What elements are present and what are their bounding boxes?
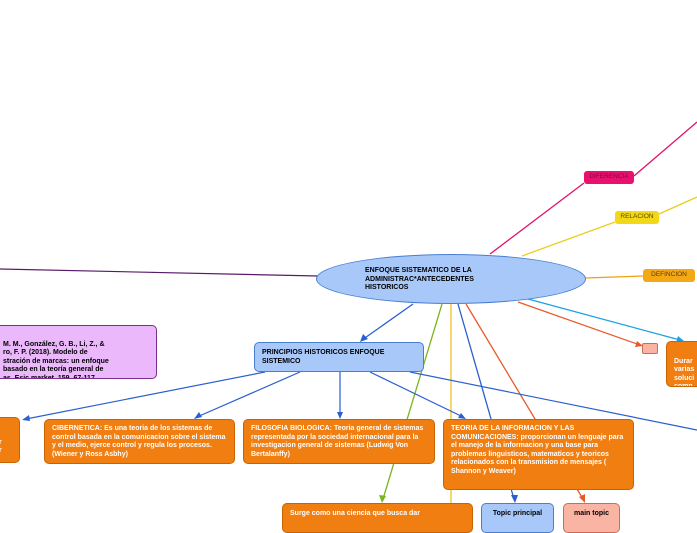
filosofia-text: FILOSOFIA BIOLOGICA: Teoria general de s… — [251, 425, 424, 458]
principios-node[interactable]: PRINCIPIOS HISTORICOS ENFOQUE SISTEMICO — [254, 342, 424, 372]
topic-principal-text: Topic principal — [492, 510, 543, 517]
central-topic-title: ENFOQUE SISTEMATICO DE LA ADMINISTRAC*AN… — [365, 267, 474, 292]
definicion-label[interactable]: DEFINCION — [643, 269, 695, 282]
relacion-label[interactable]: RELACION — [615, 211, 659, 224]
principios-title: PRINCIPIOS HISTORICOS ENFOQUE SISTEMICO — [262, 349, 385, 365]
surge-text: Surge como una ciencia que busca dar — [290, 510, 420, 517]
topic-principal-node[interactable]: Topic principal — [481, 503, 554, 533]
teoria-informacion-node[interactable]: TEORIA DE LA INFORMACION Y LAS COMUNICAC… — [443, 419, 634, 490]
left-partial-node[interactable]: r r — [0, 417, 20, 463]
diferencia-label[interactable]: DIFERENCIA — [584, 171, 634, 184]
cibernetica-node[interactable]: CIBERNETICA: Es una teoria de los sistem… — [44, 419, 235, 464]
teoria-informacion-text: TEORIA DE LA INFORMACION Y LAS COMUNICAC… — [451, 425, 624, 475]
main-topic-node[interactable]: main topic — [563, 503, 620, 533]
filosofia-node[interactable]: FILOSOFIA BIOLOGICA: Teoria general de s… — [243, 419, 435, 464]
main-topic-text: main topic — [573, 510, 609, 517]
cibernetica-text: CIBERNETICA: Es una teoria de los sistem… — [52, 425, 226, 458]
left-partial-text: r r — [0, 439, 2, 455]
surge-node[interactable]: Surge como una ciencia que busca dar — [282, 503, 473, 533]
central-topic[interactable]: ENFOQUE SISTEMATICO DE LA ADMINISTRAC*AN… — [316, 254, 586, 304]
small-empty-node[interactable] — [642, 343, 658, 354]
durante-node[interactable]: Durar varias soluci comp — [666, 341, 697, 387]
reference-text: M. M., González, G. B., Li, Z., & ro, F.… — [3, 340, 109, 379]
reference-node[interactable]: M. M., González, G. B., Li, Z., & ro, F.… — [0, 325, 157, 379]
durante-text: Durar varias soluci comp — [674, 357, 695, 387]
